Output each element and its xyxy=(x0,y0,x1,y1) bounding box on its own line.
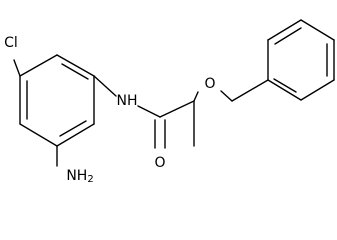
oxygen-ch2-bond xyxy=(220,90,233,102)
aminochlorophenyl-ring xyxy=(19,54,95,147)
ether-oxygen-label: O xyxy=(204,76,215,92)
aromatic-double-bond xyxy=(273,78,297,93)
c-cl-bond xyxy=(13,59,21,77)
molecule-structure-diagram: Cl NH O O NH2 xyxy=(4,19,335,185)
c-n-amide-bond xyxy=(93,75,117,97)
ch2-phenyl-bond xyxy=(231,79,269,102)
alpha-oxygen-bond xyxy=(193,91,199,102)
amino-group-label: NH2 xyxy=(66,168,93,185)
bond xyxy=(56,123,95,147)
aromatic-double-bond xyxy=(59,120,87,137)
benzyl-ring xyxy=(267,19,335,101)
carbonyl-alpha-bond xyxy=(159,100,195,118)
amino-subscript: 2 xyxy=(87,174,93,185)
aromatic-double-bond xyxy=(61,63,89,80)
bond xyxy=(300,19,335,41)
bond xyxy=(19,123,58,147)
bond xyxy=(56,54,95,77)
bond xyxy=(267,79,302,101)
carbonyl-oxygen-label: O xyxy=(154,155,165,171)
bond xyxy=(300,79,335,101)
aromatic-double-bond xyxy=(274,27,302,45)
n-carbonyl-bond xyxy=(137,105,161,118)
bond xyxy=(19,54,58,77)
amino-element-text: NH xyxy=(66,168,87,184)
chlorine-label: Cl xyxy=(4,35,18,51)
bond xyxy=(267,19,302,41)
amide-nitrogen-label: NH xyxy=(117,93,138,109)
